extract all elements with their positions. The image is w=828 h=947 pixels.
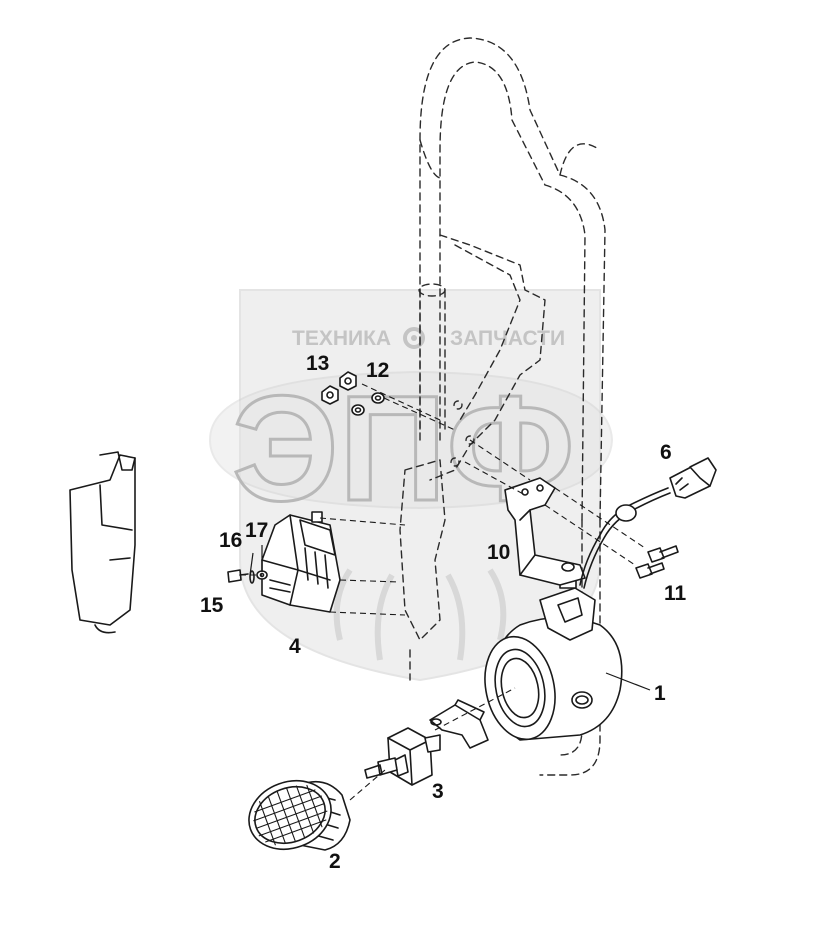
alignment-lines [240,383,646,801]
part-12-13-nuts-washers [321,371,385,416]
part-4-switch-housing [261,511,341,613]
callout-16: 16 [219,529,242,552]
callout-2: 2 [329,850,341,873]
callout-4: 4 [289,635,301,658]
part-1-work-lamp [484,562,623,741]
callout-13: 13 [306,352,329,375]
callout-15: 15 [200,594,224,617]
watermark-text-right: ЗАПЧАСТИ [450,327,565,350]
watermark-wheat [333,568,507,661]
side-cover [69,451,136,634]
callout-3: 3 [432,780,444,803]
part-2-round-lamp [248,780,351,851]
watermark-text-left: ТЕХНИКА [292,327,391,350]
callout-17: 17 [245,519,268,542]
part-6-cable [579,457,717,589]
callout-12: 12 [366,359,389,382]
callout-labels: 1 2 3 4 6 10 11 12 13 15 16 17 [200,352,687,873]
part-3-switch [364,699,489,786]
callout-10: 10 [487,541,510,564]
callout-1: 1 [654,682,666,705]
part-11-bolts [635,545,679,579]
callout-6: 6 [660,441,672,464]
gear-icon [403,327,425,349]
callout-11: 11 [664,582,687,605]
callout-leaders [249,545,651,691]
watermark-ellipse [208,370,614,510]
